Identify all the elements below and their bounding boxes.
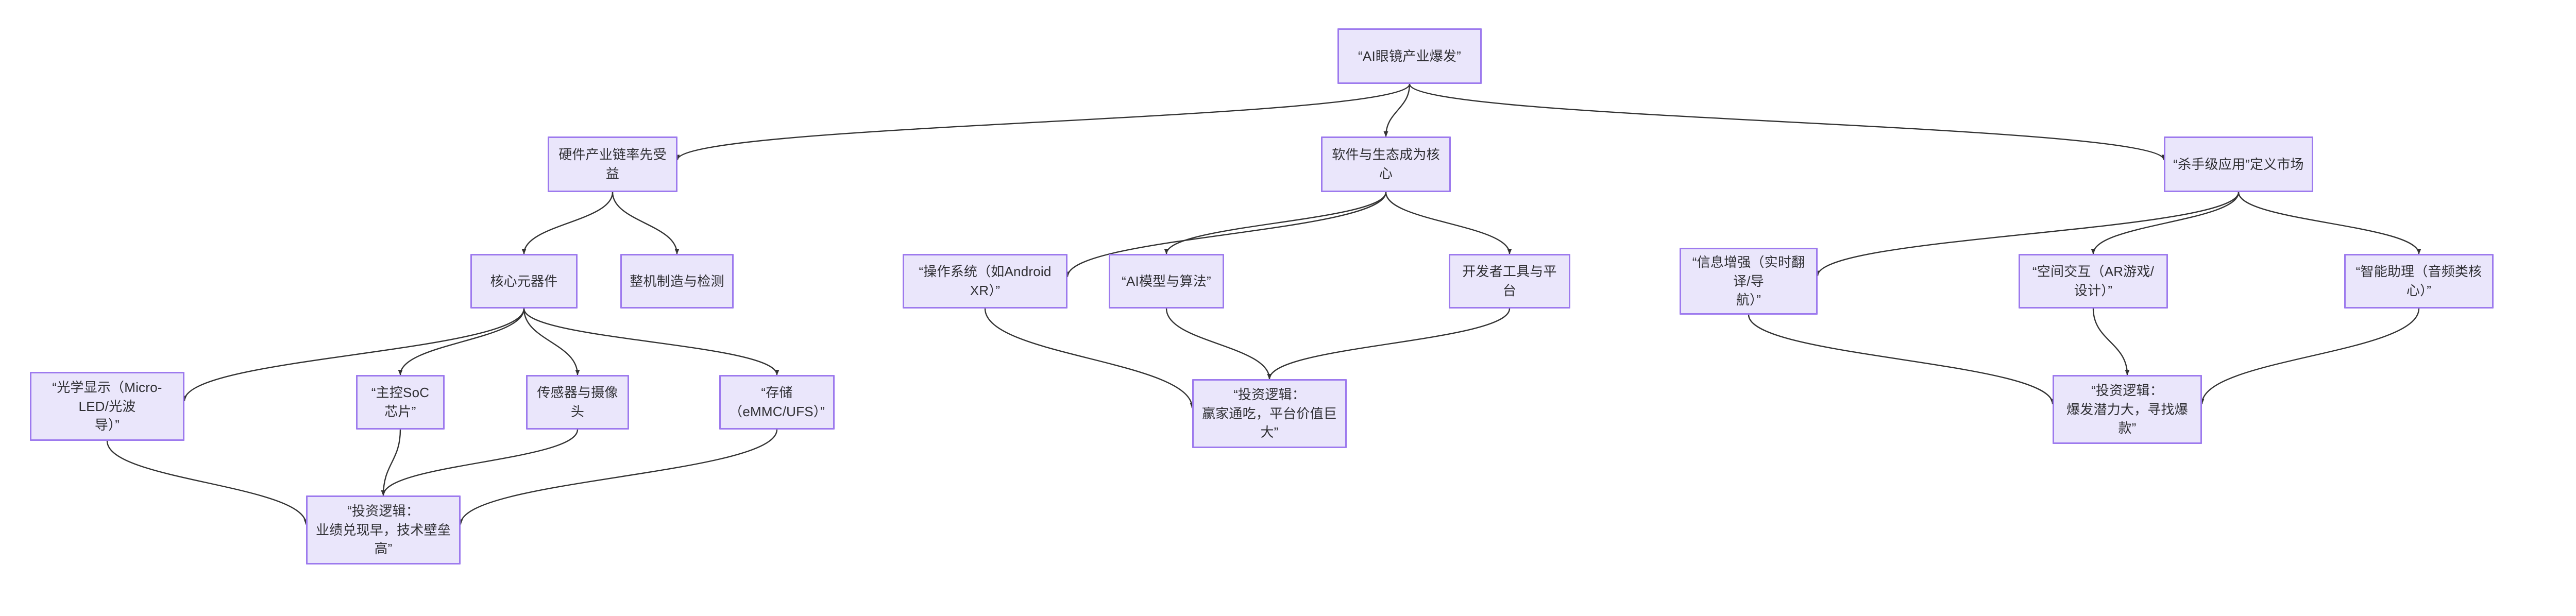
flow-node-assembly[interactable]: 整机制造与检测	[620, 254, 734, 309]
flow-node-label: “空间交互（AR游戏/设计）”	[2032, 264, 2155, 298]
flow-edge-core_parts-to-storage	[523, 308, 779, 375]
flow-node-label: “信息增强（实时翻译/导 航）”	[1692, 254, 1805, 308]
flow-node-label: “投资逻辑： 赢家通吃，平台价值巨大”	[1201, 386, 1337, 440]
flow-edge-dev_tools-to-logic_sw	[1267, 308, 1511, 380]
flow-node-logic_hw[interactable]: “投资逻辑： 业绩兑现早，技术壁垒高”	[306, 495, 461, 564]
flow-edge-root-to-sw	[1383, 83, 1411, 137]
flow-node-dev_tools[interactable]: 开发者工具与平台	[1449, 254, 1570, 309]
flow-node-sw[interactable]: 软件与生态成为核心	[1321, 136, 1451, 192]
flow-edge-root-to-hw	[675, 83, 1411, 161]
flow-edge-root-to-app	[1409, 83, 2166, 161]
flow-node-label: “AI模型与算法”	[1122, 273, 1211, 289]
flow-node-label: 传感器与摄像头	[537, 385, 618, 419]
flow-edge-sw-to-dev_tools	[1385, 192, 1512, 254]
flow-node-os[interactable]: “操作系统（如Android XR）”	[903, 254, 1067, 309]
flow-edge-sensor-to-logic_hw	[381, 429, 579, 496]
flow-node-storage[interactable]: “存储（eMMC/UFS）”	[719, 375, 835, 430]
flow-node-root[interactable]: “AI眼镜产业爆发”	[1337, 28, 1482, 84]
flow-edge-spatial-to-logic_app	[2092, 308, 2130, 375]
flow-node-label: “投资逻辑： 业绩兑现早，技术壁垒高”	[315, 503, 451, 557]
flow-node-label: “AI眼镜产业爆发”	[1358, 48, 1461, 64]
flow-node-logic_sw[interactable]: “投资逻辑： 赢家通吃，平台价值巨大”	[1192, 379, 1347, 448]
flow-node-label: 软件与生态成为核心	[1332, 147, 1440, 181]
flow-edge-info_aug-to-logic_app	[1748, 314, 2055, 405]
flow-edge-ai_model-to-logic_sw	[1165, 308, 1272, 380]
flow-edge-assistant-to-logic_app	[2199, 308, 2420, 405]
flow-node-label: “杀手级应用”定义市场	[2173, 156, 2304, 172]
flow-node-optics[interactable]: “光学显示（Micro-LED/光波 导）”	[30, 372, 184, 441]
flow-edge-sw-to-ai_model	[1164, 192, 1387, 254]
flow-node-logic_app[interactable]: “投资逻辑： 爆发潜力大，寻找爆款”	[2053, 375, 2202, 444]
flow-node-assistant[interactable]: “智能助理（音频类核心）”	[2344, 254, 2494, 309]
flow-node-label: 开发者工具与平台	[1462, 264, 1557, 298]
flow-node-info_aug[interactable]: “信息增强（实时翻译/导 航）”	[1680, 248, 1818, 315]
flow-node-app[interactable]: “杀手级应用”定义市场	[2164, 136, 2313, 192]
flow-edge-optics-to-logic_hw	[106, 440, 309, 525]
flow-edge-core_parts-to-optics	[182, 308, 525, 402]
flow-edge-hw-to-core_parts	[521, 192, 614, 254]
flow-node-label: “存储（eMMC/UFS）”	[729, 385, 825, 419]
flow-edge-hw-to-assembly	[612, 192, 680, 254]
flow-node-label: 核心元器件	[490, 273, 558, 289]
flow-node-label: “光学显示（Micro-LED/光波 导）”	[52, 379, 162, 433]
flow-node-core_parts[interactable]: 核心元器件	[470, 254, 578, 309]
flow-edge-app-to-assistant	[2238, 192, 2421, 254]
flow-node-label: “主控SoC芯片”	[371, 385, 430, 419]
flow-edge-core_parts-to-sensor	[523, 308, 580, 375]
flow-node-spatial[interactable]: “空间交互（AR游戏/设计）”	[2019, 254, 2168, 309]
flow-node-label: 硬件产业链率先受益	[558, 147, 667, 181]
flow-node-soc[interactable]: “主控SoC芯片”	[356, 375, 445, 430]
flow-node-label: 整机制造与检测	[630, 273, 724, 289]
flow-edge-storage-to-logic_hw	[458, 429, 778, 525]
flow-edge-soc-to-logic_hw	[381, 429, 401, 496]
flow-node-label: “操作系统（如Android XR）”	[919, 264, 1052, 298]
flow-node-label: “投资逻辑： 爆发潜力大，寻找爆款”	[2066, 382, 2188, 436]
flow-node-ai_model[interactable]: “AI模型与算法”	[1109, 254, 1224, 309]
flow-node-label: “智能助理（音频类核心）”	[2355, 264, 2482, 298]
flow-edge-core_parts-to-soc	[398, 308, 525, 375]
flow-node-sensor[interactable]: 传感器与摄像头	[526, 375, 629, 430]
flow-edge-app-to-spatial	[2091, 192, 2240, 254]
flow-node-hw[interactable]: 硬件产业链率先受益	[548, 136, 677, 192]
flow-edge-os-to-logic_sw	[984, 308, 1195, 409]
